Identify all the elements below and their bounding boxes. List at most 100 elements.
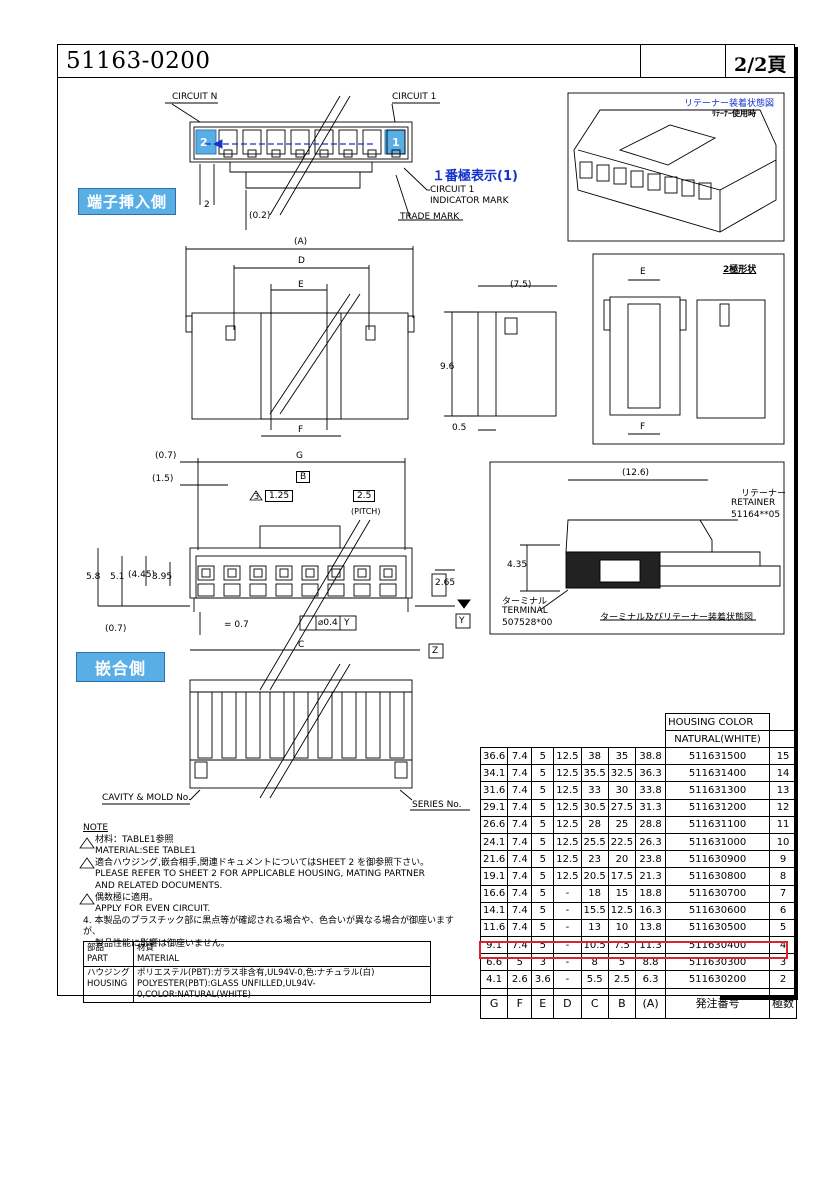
table-cell: 7.4 — [507, 867, 533, 886]
table-cell: 7.4 — [507, 850, 533, 869]
table-cell: 12.5 — [553, 867, 582, 886]
circuit-n-label: CIRCUIT N — [172, 92, 218, 102]
dimension: (0.7) — [155, 451, 177, 461]
table-cell — [608, 714, 635, 731]
table-cell — [581, 731, 608, 748]
insertion-side-label: 端子挿入側 — [78, 188, 177, 215]
table-cell: 511630800 — [665, 867, 771, 886]
title-divider — [640, 45, 641, 78]
table-cell: 16.3 — [635, 901, 667, 920]
table-cell: 511631500 — [665, 746, 771, 766]
indicator-mark-label: INDICATOR MARK — [430, 196, 509, 206]
dimension: 2 — [204, 200, 210, 210]
dimension: F — [298, 425, 304, 435]
table-cell: 36.6 — [479, 746, 509, 766]
table-cell: 10.5 — [580, 936, 609, 955]
column-header: D — [553, 987, 582, 1019]
table-cell: 7.4 — [507, 815, 533, 834]
retainer-en-label: RETAINER — [731, 498, 776, 508]
table-cell: 2.5 — [607, 970, 637, 989]
part-en: HOUSING — [87, 979, 128, 989]
table-cell: 12.5 — [553, 850, 582, 869]
note-ref: 3 — [254, 492, 260, 501]
header-jp: 材質 — [137, 943, 155, 953]
dimension: 5.8 — [86, 572, 101, 582]
dimension: (0.2) — [249, 211, 271, 221]
column-header: G — [479, 987, 509, 1019]
table-cell: 5 — [531, 746, 555, 766]
dimension: (12.6) — [622, 468, 650, 478]
front-view — [185, 246, 415, 437]
dimension: E — [298, 280, 304, 290]
table-cell: 6.6 — [479, 953, 509, 972]
table-cell: 7 — [769, 884, 798, 903]
pole-number-right: 1 — [392, 136, 400, 149]
dimension: F — [640, 422, 646, 432]
table-cell: 511631400 — [665, 764, 771, 783]
dimension: (4.45) — [128, 570, 156, 580]
table-cell: 7.4 — [507, 781, 533, 800]
title-block: 51163-0200 2/2頁 — [58, 45, 794, 78]
bottom-view — [97, 458, 471, 691]
table-cell: 20 — [607, 850, 637, 869]
table-cell — [581, 714, 608, 731]
note-2-en: PLEASE REFER TO SHEET 2 FOR APPLICABLE H… — [95, 869, 425, 880]
table-cell — [508, 714, 532, 731]
dimension: 2.65 — [435, 578, 456, 588]
dimension: D — [298, 256, 305, 266]
note-2-en: AND RELATED DOCUMENTS. — [95, 880, 223, 891]
column-header: (A) — [635, 987, 667, 1019]
table-cell: 31.6 — [479, 781, 509, 800]
table-cell: 12.5 — [553, 815, 582, 834]
table-cell: 33.8 — [635, 781, 667, 800]
table-cell: 7.4 — [507, 746, 533, 766]
page-indicator: 2/2頁 — [734, 54, 787, 76]
table-cell: 5 — [531, 918, 555, 938]
table-cell: 7.4 — [507, 918, 533, 938]
terminal-en-label: TERMINAL — [502, 606, 548, 616]
column-header: C — [580, 987, 609, 1019]
table-cell — [481, 714, 508, 731]
dimension: 9.6 — [440, 362, 455, 372]
table-cell: 3 — [769, 953, 798, 972]
table-cell: 33 — [580, 781, 609, 800]
dimension-basic: 2.5 — [353, 490, 376, 502]
table-cell: 12.5 — [553, 764, 582, 783]
header-jp: 部品 — [87, 943, 105, 953]
table-cell: 13 — [769, 781, 798, 800]
table-cell: 511630400 — [665, 936, 771, 955]
datum-z: Z — [432, 646, 439, 656]
mating-side-label: 嵌合側 — [76, 652, 166, 682]
datum-y: Y — [459, 616, 465, 626]
two-pole-caption: 2極形状 — [723, 265, 757, 275]
iso-view — [573, 109, 777, 233]
dimension: G — [296, 451, 303, 461]
dimension: 3.95 — [152, 572, 173, 582]
table-cell: 511631100 — [665, 815, 771, 834]
notes-block: NOTE 材料：TABLE1参照 MATERIAL:SEE TABLE1 適合ハ… — [83, 823, 463, 951]
dimension-basic: B — [296, 471, 311, 483]
table-cell: 5 — [531, 850, 555, 869]
table-cell: 12.5 — [607, 901, 637, 920]
table-cell: ポリエステル(PBT):ガラス非含有,UL94V-0,色:ナチュラル(白)POL… — [133, 966, 431, 1003]
part-jp: ハウジング — [87, 968, 130, 978]
table-cell: 23 — [580, 850, 609, 869]
table-cell: 23.8 — [635, 850, 667, 869]
table-cell: 27.5 — [607, 798, 637, 817]
header-en: MATERIAL — [137, 954, 180, 964]
table-cell — [532, 731, 554, 748]
table-cell: 7.4 — [507, 884, 533, 903]
